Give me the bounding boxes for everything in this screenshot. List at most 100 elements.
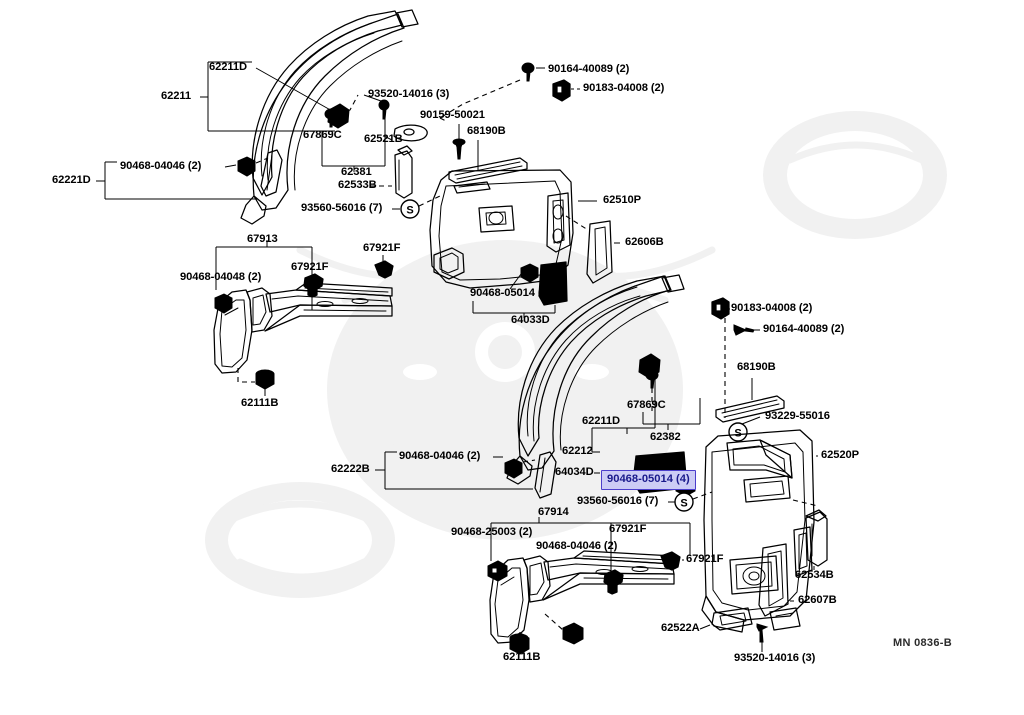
s-marker-upper: S xyxy=(400,199,420,219)
part-90159-50021-screw xyxy=(452,138,466,160)
dash-62111B-bottom2 xyxy=(544,613,564,631)
callout-90183-04008-top: 90183-04008 (2) xyxy=(583,82,665,94)
dash-top-assembly xyxy=(439,79,521,119)
part-62510P-quarter-trim xyxy=(429,169,574,289)
bracket-64033D xyxy=(472,273,556,318)
dash-62606B xyxy=(565,215,589,231)
dash-62221D xyxy=(255,157,269,164)
callout-67913: 67913 xyxy=(247,233,278,245)
callout-62533b: 62533B xyxy=(338,179,377,191)
bracket-67914 xyxy=(490,517,691,572)
part-90164-40089-screw-right xyxy=(733,324,755,336)
part-67921F-clip-right xyxy=(374,260,394,279)
callout-90183-04008-right: 90183-04008 (2) xyxy=(731,302,813,314)
dash-93560-lower xyxy=(692,491,713,500)
callout-68190b-upper: 68190B xyxy=(467,125,506,137)
part-67921F-clip-bottom xyxy=(660,551,681,571)
callout-62382: 62382 xyxy=(650,431,681,443)
bracket-62212 xyxy=(591,374,656,453)
lead-93229 xyxy=(741,416,761,425)
dash-62222B xyxy=(522,459,536,463)
part-90164-40089-screw xyxy=(521,62,535,82)
part-62222B-garnish xyxy=(534,451,557,499)
callout-62111b-left: 62111B xyxy=(241,397,279,409)
part-67921F-clip-left xyxy=(303,273,324,298)
part-62521B-bracket xyxy=(393,124,428,142)
dash-67869C xyxy=(330,94,359,119)
callout-68190b-lower: 68190B xyxy=(737,361,776,373)
background-watermark xyxy=(205,111,947,598)
callout-62222b: 62222B xyxy=(331,463,370,475)
callout-64034d: 64034D xyxy=(555,466,594,478)
s-marker-93229: S xyxy=(728,422,748,442)
svg-text:S: S xyxy=(680,498,687,510)
s-marker-lower: S xyxy=(674,492,694,512)
svg-text:S: S xyxy=(734,428,741,440)
callout-67921f-d: 67921F xyxy=(686,553,724,565)
callout-67921f-c: 67921F xyxy=(609,523,647,535)
callout-93520-14016-lower: 93520-14016 (3) xyxy=(734,652,816,664)
bracket-62222B xyxy=(375,451,533,490)
callout-67869c-lower: 67869C xyxy=(627,399,666,411)
callout-90164-40089-top: 90164-40089 (2) xyxy=(548,63,630,75)
callout-93560-56016-lower: 93560-56016 (7) xyxy=(577,495,659,507)
callout-62381: 62381 xyxy=(341,166,372,178)
part-90468-04048-clip xyxy=(214,293,233,314)
part-62111B-clip-bottom2 xyxy=(562,622,584,645)
svg-text:S: S xyxy=(406,205,413,217)
part-90468-04046-clip-left xyxy=(237,156,256,177)
dash-62111B-left xyxy=(237,368,255,383)
callout-67869c-upper: 67869C xyxy=(303,129,342,141)
part-90468-25003-clip xyxy=(487,560,508,582)
callout-90159-50021: 90159-50021 xyxy=(420,109,485,121)
callout-62520p: 62520P xyxy=(821,449,859,461)
dash-62534B xyxy=(792,499,819,507)
callout-62534b: 62534B xyxy=(795,569,834,581)
sheet-code: MN 0836-B xyxy=(893,637,952,649)
callout-62212: 62212 xyxy=(562,445,593,457)
part-64033D-cover xyxy=(538,261,568,306)
part-62211-weatherstrip xyxy=(251,9,419,196)
part-90468-04046-clip-mid xyxy=(504,458,523,479)
part-90183-04008-clip xyxy=(552,79,571,102)
callout-64033d: 64033D xyxy=(511,314,550,326)
callout-62211d-right: 62211D xyxy=(582,415,620,427)
callout-67921f-a: 67921F xyxy=(363,242,401,254)
callout-62221d: 62221D xyxy=(52,174,91,186)
bracket-62211 xyxy=(200,61,335,132)
dash-93560-upper xyxy=(418,195,441,207)
callout-90468-04046-mid: 90468-04046 (2) xyxy=(399,450,481,462)
callout-90468-05014-upper: 90468-05014 (4) xyxy=(470,287,552,299)
callout-62211: 62211 xyxy=(161,90,191,102)
callout-62607b: 62607B xyxy=(798,594,837,606)
callout-90468-04046-bottom: 90468-04046 (2) xyxy=(536,540,618,552)
dash-arrow-top xyxy=(439,112,449,123)
callout-62606b: 62606B xyxy=(625,236,664,248)
part-90468-05014-clip-upper xyxy=(520,263,539,283)
callout-62510p: 62510P xyxy=(603,194,641,206)
highlighted-part-label[interactable]: 90468-05014 (4) xyxy=(601,470,696,491)
bracket-62221D xyxy=(96,161,258,200)
bracket-67913 xyxy=(215,240,313,310)
callout-90164-40089-right: 90164-40089 (2) xyxy=(763,323,845,335)
callout-90468-04046-left: 90468-04046 (2) xyxy=(120,160,202,172)
bracket-62382 xyxy=(642,398,701,430)
callout-62522a: 62522A xyxy=(661,622,700,634)
part-62522A-bracket xyxy=(711,607,753,631)
callout-67921f-b: 67921F xyxy=(291,261,329,273)
callout-93229-55016: 93229-55016 xyxy=(765,410,830,422)
part-62606B-garnish xyxy=(586,220,613,284)
callout-62111b-bottom: 62111B xyxy=(503,651,541,663)
callout-62211d-left: 62211D xyxy=(209,61,247,73)
callout-93520-14016-top: 93520-14016 (3) xyxy=(368,88,450,100)
part-67869C-screw-right xyxy=(645,369,659,389)
callout-62521b: 62521B xyxy=(364,133,403,145)
callout-90468-04048: 90468-04048 (2) xyxy=(180,271,262,283)
lead-62521B xyxy=(383,135,393,141)
part-68190B-trim-upper xyxy=(448,157,528,184)
callout-90468-25003: 90468-25003 (2) xyxy=(451,526,533,538)
part-67913-scuff-plate xyxy=(213,282,393,374)
part-62221D-garnish xyxy=(260,149,283,197)
